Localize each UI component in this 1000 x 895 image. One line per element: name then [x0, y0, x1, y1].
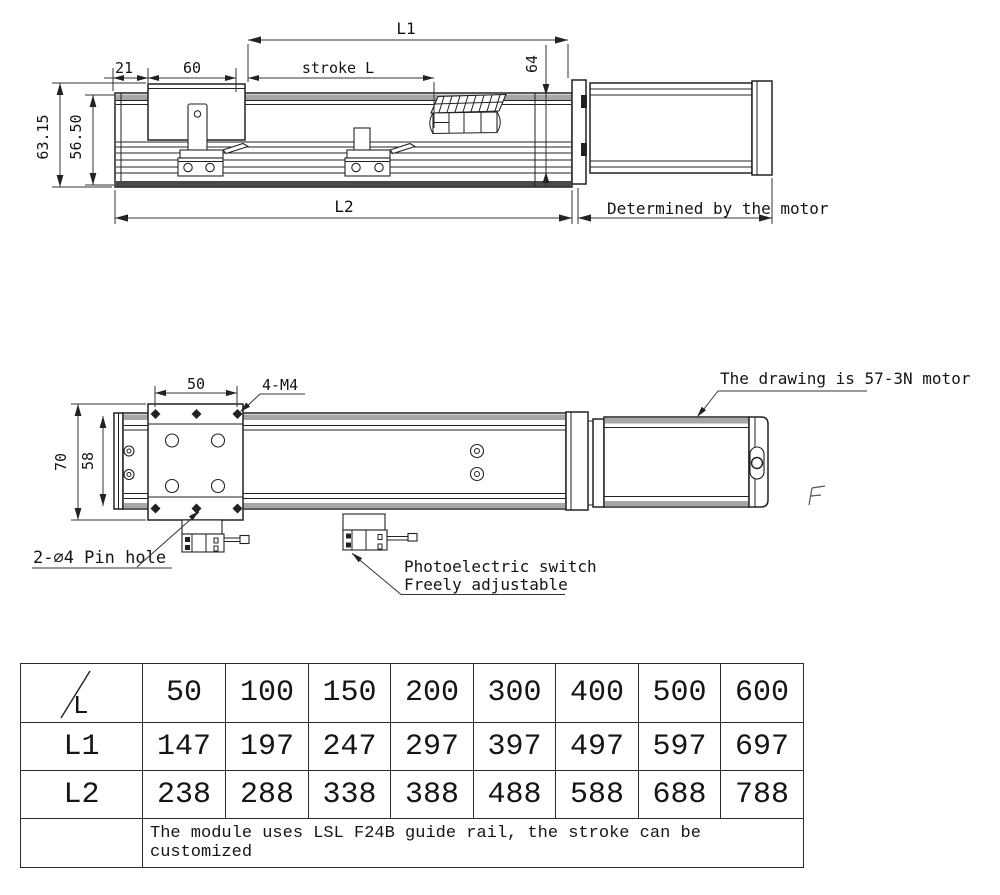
l2-value-cell: 488 [473, 770, 556, 819]
motor-length-note: Determined by the motor [607, 199, 829, 218]
l1-value-cell: 697 [720, 722, 804, 771]
stroke-header-cell: 100 [225, 663, 309, 723]
callout-pin-hole: 2-∅4 Pin hole [32, 511, 200, 569]
l2-value-cell: 588 [555, 770, 639, 819]
stroke-header-cell: 400 [555, 663, 639, 723]
dim-60-label: 60 [183, 59, 201, 77]
dim-l1: L1 [247, 19, 569, 82]
top-photo-switch-1 [181, 519, 250, 553]
side-limit-switch-1 [177, 142, 250, 177]
dim-70: 70 [52, 403, 146, 521]
technical-drawing-canvas: L1 21 60 stroke L 64 [32, 19, 971, 595]
callout-motor-type: The drawing is 57-3N motor [697, 369, 971, 417]
stroke-header-cell: 150 [308, 663, 391, 723]
l2-value-cell: 238 [142, 770, 226, 819]
callout-photo-switch: Photoelectric switch Freely adjustable [351, 553, 597, 595]
m4-hole [232, 503, 243, 514]
table-note-cell: The module uses LSL F24B guide rail, the… [142, 818, 804, 868]
side-limit-switch-2 [344, 127, 417, 177]
stroke-header-cell: 600 [720, 663, 804, 723]
l1-value-cell: 197 [225, 722, 309, 771]
empty-cell [20, 818, 143, 868]
dim-motor-length: Determined by the motor [577, 178, 829, 224]
dim-l2: L2 [114, 190, 573, 224]
m4-label: 4-M4 [262, 376, 298, 394]
table-note-row: The module uses LSL F24B guide rail, the… [20, 818, 804, 868]
stroke-header-cell: 50 [142, 663, 226, 723]
l2-value-cell: 388 [390, 770, 474, 819]
top-photo-switch-2 [342, 513, 418, 551]
l1-value-cell: 397 [473, 722, 556, 771]
stroke-header-cell: 300 [473, 663, 556, 723]
dim-stroke-label: stroke L [302, 59, 374, 77]
dim-63-15-label: 63.15 [34, 114, 52, 159]
side-motor [571, 79, 773, 185]
l1-value-cell: 597 [638, 722, 721, 771]
dim-64: 64 [523, 45, 550, 186]
l1-value-cell: 147 [142, 722, 226, 771]
dim-58-label: 58 [79, 452, 97, 470]
dim-58: 58 [79, 416, 107, 506]
table-row-l2: L2 238 288 338 388 488 588 688 788 [20, 770, 804, 819]
l2-value-cell: 788 [720, 770, 804, 819]
motor-type-label: The drawing is 57-3N motor [720, 369, 971, 388]
dim-l2-label: L2 [334, 197, 353, 216]
m4-hole [150, 409, 161, 419]
l1-value-cell: 497 [555, 722, 639, 771]
stroke-header-cell: 200 [390, 663, 474, 723]
dim-56-50: 56.50 [67, 94, 114, 186]
l2-value-cell: 338 [308, 770, 391, 819]
dim-56-50-label: 56.50 [67, 114, 85, 159]
stroke-dimension-table: L 50 100 150 200 300 400 500 600 L1 147 … [20, 663, 804, 868]
l2-value-cell: 288 [225, 770, 309, 819]
dim-70-label: 70 [52, 453, 70, 471]
callout-4-m4: 4-M4 [240, 376, 305, 412]
dim-50-label: 50 [187, 375, 205, 393]
table-row-l1: L1 147 197 247 297 397 497 597 697 [20, 722, 804, 771]
m4-hole [232, 409, 243, 419]
top-carriage-plate [147, 403, 244, 521]
corner-diagonal [60, 670, 91, 719]
dim-l1-label: L1 [396, 19, 415, 38]
photo-switch-label-2: Freely adjustable [404, 575, 568, 594]
m4-hole [150, 503, 161, 514]
dim-21-label: 21 [115, 59, 133, 77]
dim-63-15: 63.15 [34, 82, 146, 188]
row-label-cell: L2 [20, 770, 143, 819]
side-view: L1 21 60 stroke L 64 [34, 19, 829, 224]
stray-mark [808, 485, 826, 506]
side-cutaway-hatch [429, 93, 507, 135]
l2-value-cell: 688 [638, 770, 721, 819]
table-header-row: L 50 100 150 200 300 400 500 600 [20, 663, 804, 723]
l1-value-cell: 247 [308, 722, 391, 771]
l1-value-cell: 297 [390, 722, 474, 771]
corner-l-label: L [73, 691, 89, 721]
dim-50: 50 [154, 375, 238, 407]
photo-switch-label-1: Photoelectric switch [404, 557, 597, 576]
dim-21-60-stroke: 21 60 stroke L [104, 59, 435, 128]
stroke-header-cell: 500 [638, 663, 721, 723]
pin-hole-label: 2-∅4 Pin hole [33, 548, 166, 568]
table-corner-cell: L [20, 663, 143, 723]
side-carriage-block [147, 83, 246, 152]
row-label-cell: L1 [20, 722, 143, 771]
top-view: 50 70 58 4-M4 The drawing is 57-3N [32, 369, 971, 595]
pin-hole [191, 409, 202, 419]
top-motor [565, 411, 769, 511]
dim-64-label: 64 [523, 55, 541, 73]
